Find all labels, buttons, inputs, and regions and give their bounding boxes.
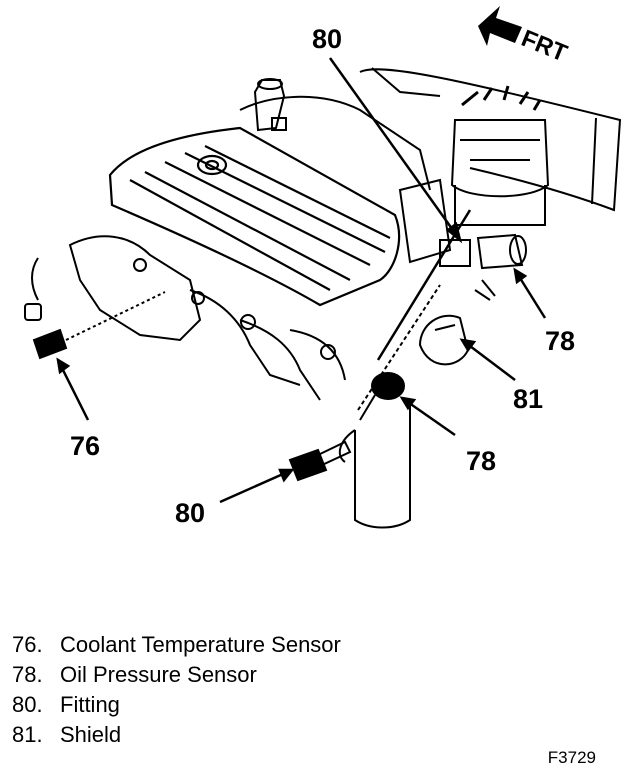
- valve-cover: [108, 126, 400, 307]
- legend-text: Coolant Temperature Sensor: [60, 632, 341, 657]
- callout-coolant-sensor: 76: [70, 431, 100, 461]
- firewall-outline: [359, 67, 622, 212]
- lower-oil-pressure-sensor: [357, 284, 441, 421]
- legend-item: 76. Coolant Temperature Sensor: [12, 630, 341, 660]
- legend-item: 78. Oil Pressure Sensor: [12, 660, 341, 690]
- legend-number: 78.: [12, 662, 43, 687]
- lower-fitting: [288, 440, 352, 482]
- legend-item: 80. Fitting: [12, 690, 341, 720]
- legend-number: 81.: [12, 722, 43, 747]
- legend-text: Shield: [60, 722, 122, 747]
- shield: [418, 314, 470, 366]
- exhaust-manifold: [68, 235, 346, 401]
- coolant-temperature-sensor: [24, 257, 166, 360]
- upper-oil-pressure-sensor: [439, 233, 527, 301]
- oil-filter-housing: [338, 400, 411, 529]
- distributor: [398, 85, 550, 264]
- legend-item: 81. Shield: [12, 720, 341, 750]
- callout-lower-fitting: 80: [175, 498, 205, 528]
- legend-text: Oil Pressure Sensor: [60, 662, 257, 687]
- callout-shield: 81: [513, 384, 543, 414]
- figure-id: F3729: [547, 748, 596, 767]
- callout-lower-oil-sensor: 78: [466, 446, 496, 476]
- front-direction-label: FRT: [518, 25, 572, 68]
- legend-number: 76.: [12, 632, 43, 657]
- engine-sensor-diagram: FRT: [24, 6, 622, 529]
- intake-manifold: [239, 78, 431, 191]
- callout-top-fitting: 80: [312, 24, 342, 54]
- front-direction-arrow-icon: [478, 6, 522, 46]
- legend-text: Fitting: [60, 692, 120, 717]
- callout-top-oil-sensor: 78: [545, 326, 575, 356]
- parts-legend: 76. Coolant Temperature Sensor 78. Oil P…: [12, 630, 341, 750]
- legend-number: 80.: [12, 692, 43, 717]
- callout-arrows: [56, 57, 547, 504]
